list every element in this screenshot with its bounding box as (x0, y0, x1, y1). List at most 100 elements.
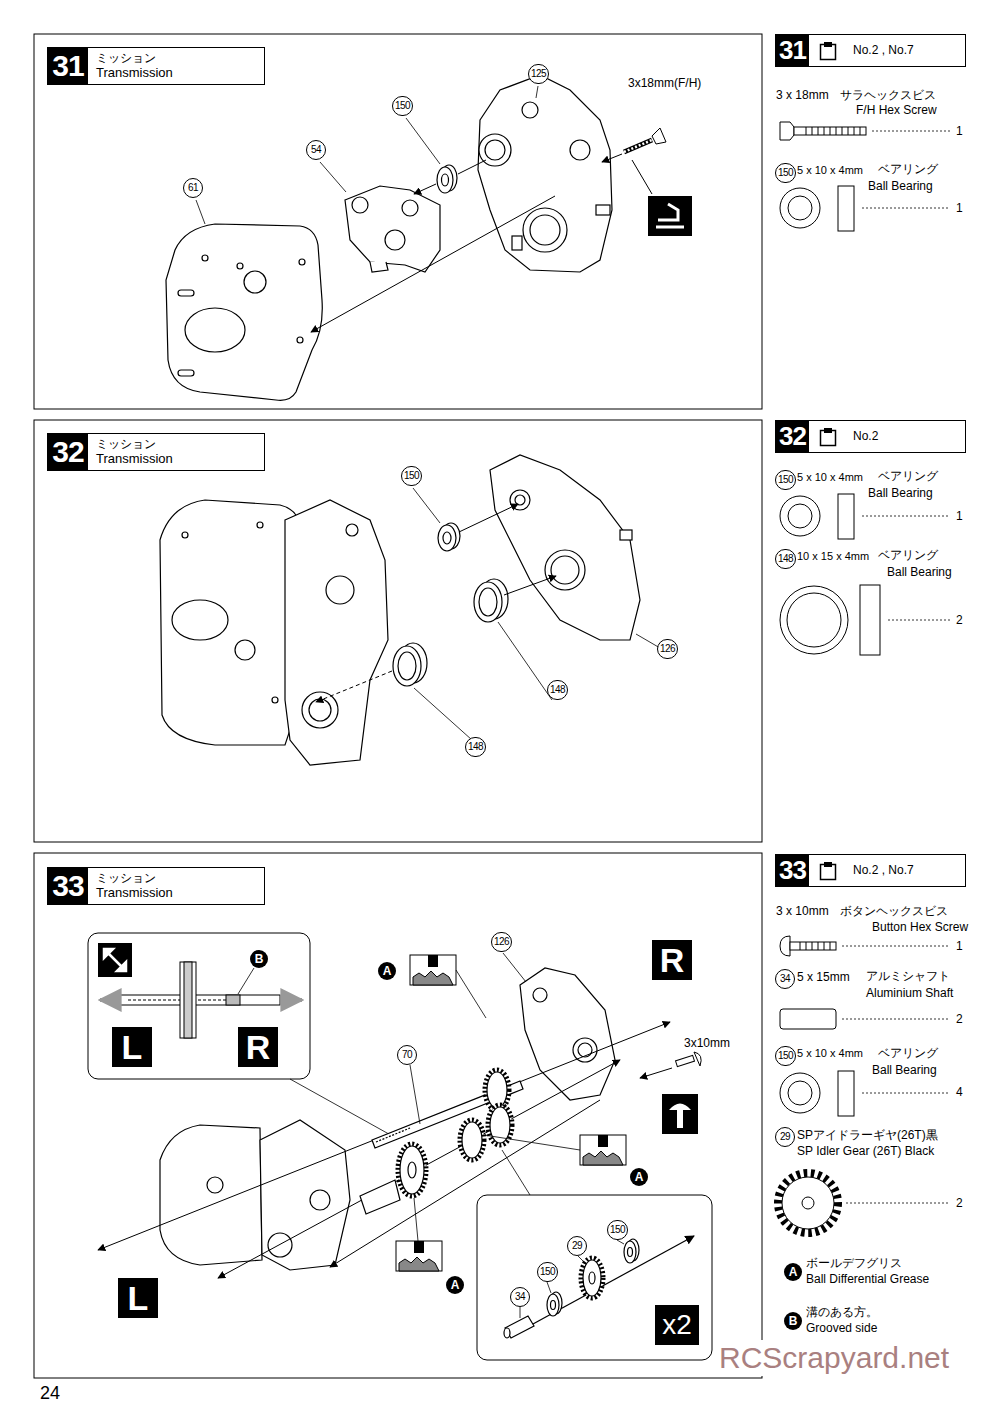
motor-plate (237, 263, 243, 269)
gearbox-housing (545, 550, 585, 590)
motor-plate (257, 522, 263, 528)
gearbox-housing (596, 205, 610, 215)
inset-parts (547, 1282, 551, 1293)
part-text: 3 x 18mm (776, 88, 829, 102)
gearbox-housing (326, 576, 354, 604)
part-text: 3 x 10mm (776, 904, 829, 918)
part-text: 5 x 10 x 4mm (797, 1047, 863, 1060)
parts-illustration (780, 1073, 820, 1113)
inset-box (88, 933, 310, 1079)
step-title: Transmission (96, 451, 173, 467)
parts-illustration (788, 504, 812, 528)
callout-number: 34 (510, 1287, 530, 1307)
button-hex-screw (676, 1055, 695, 1066)
assembly-arrow (459, 504, 518, 532)
gear (398, 1144, 426, 1196)
shaft-arrow (330, 1100, 600, 1267)
part-text: ベアリング (878, 548, 938, 562)
grease-icon (580, 1135, 626, 1165)
part-text: SPアイドラーギヤ(26T)黒 (797, 1128, 938, 1142)
leader-line (498, 622, 552, 700)
assembly-arrow (602, 154, 622, 162)
shaft (360, 1180, 400, 1214)
threadlock-icon (648, 196, 692, 236)
part-text: 5 x 10 x 4mm (797, 471, 863, 484)
inset-parts (617, 1240, 624, 1244)
step-number: 33 (776, 855, 809, 886)
button-hex-screw (662, 1094, 698, 1134)
gear (487, 1072, 507, 1108)
quantity-leader (888, 620, 950, 621)
flat-head-screw (652, 128, 666, 144)
part-text: ベアリング (878, 162, 938, 176)
parts-bag-icon (819, 427, 837, 447)
inset-illustration (238, 968, 254, 994)
callout-number: 150 (775, 163, 796, 183)
inset-parts (578, 1256, 584, 1262)
bearing (474, 582, 502, 622)
page-number: 24 (40, 1383, 60, 1405)
grease-icon (598, 1135, 608, 1147)
gearbox-part (345, 186, 440, 272)
motor-plate (272, 697, 278, 703)
inset-parts (547, 1294, 559, 1316)
parts-bag-icon (824, 862, 832, 867)
grease-icon (396, 955, 626, 1271)
parts-heading: 32No.2 (775, 420, 966, 453)
callout-number: 125 (528, 64, 549, 84)
inset-illustration (98, 943, 132, 977)
inset-parts (583, 1260, 601, 1296)
part-text: 2 (956, 1196, 963, 1210)
side-mark: L (112, 1027, 152, 1067)
part-text: サラヘックスビス (840, 88, 936, 102)
inset-box (88, 933, 712, 1360)
bearing (393, 523, 508, 686)
motor-plate (178, 290, 194, 296)
leader-line (410, 953, 526, 1124)
gearbox-housing (478, 75, 612, 272)
gearbox-housing (522, 102, 538, 118)
part-text: アルミシャフト (866, 969, 950, 983)
step-frame (34, 853, 762, 1378)
motor-plate (172, 600, 228, 640)
parts-heading: 31No.2 , No.7 (775, 34, 966, 67)
bag-number: No.2 (853, 429, 878, 443)
side-mark: R (652, 940, 692, 980)
gearbox-housing (346, 524, 358, 536)
step-title: ミッション (96, 871, 173, 885)
leader-line (196, 200, 205, 224)
callout-number: 150 (401, 466, 422, 486)
gearbox-housing (478, 75, 612, 272)
heading-text: ミッションTransmission (88, 434, 183, 470)
part-text: Ball Bearing (868, 486, 933, 500)
bearing (437, 167, 453, 193)
shaft-arrow (98, 1022, 670, 1278)
inset-parts (581, 1258, 603, 1298)
gearbox-part (402, 200, 418, 216)
parts-illustration (778, 1173, 838, 1233)
grease-icon (484, 1135, 580, 1150)
quantity-leader (872, 131, 950, 132)
part-text: 1 (956, 509, 963, 523)
bearing (438, 525, 456, 551)
button-hex-screw (640, 1052, 701, 1134)
quantity-leader (842, 131, 950, 1203)
gearbox-housing (310, 1190, 330, 1210)
callout-number: 148 (465, 737, 486, 757)
gearbox-part (345, 186, 440, 272)
button-hex-screw (669, 1104, 691, 1111)
heading-text: ミッションTransmission (88, 48, 183, 84)
part-text: F/H Hex Screw (856, 103, 937, 117)
assembly-arrow (504, 576, 556, 595)
leader-line (536, 86, 538, 98)
flat-head-screw (624, 128, 666, 152)
gearbox-housing (309, 699, 331, 721)
heading-text: No.2 , No.7 (845, 855, 924, 886)
part-text: Ball Bearing (872, 1063, 937, 1077)
quantity-leader (862, 516, 950, 517)
flat-head-screw (624, 140, 652, 152)
assembly-arrow (311, 154, 652, 332)
parts-illustration (788, 196, 812, 220)
step-heading: 33ミッションTransmission (47, 867, 265, 905)
step-heading: 31ミッションTransmission (47, 47, 265, 85)
